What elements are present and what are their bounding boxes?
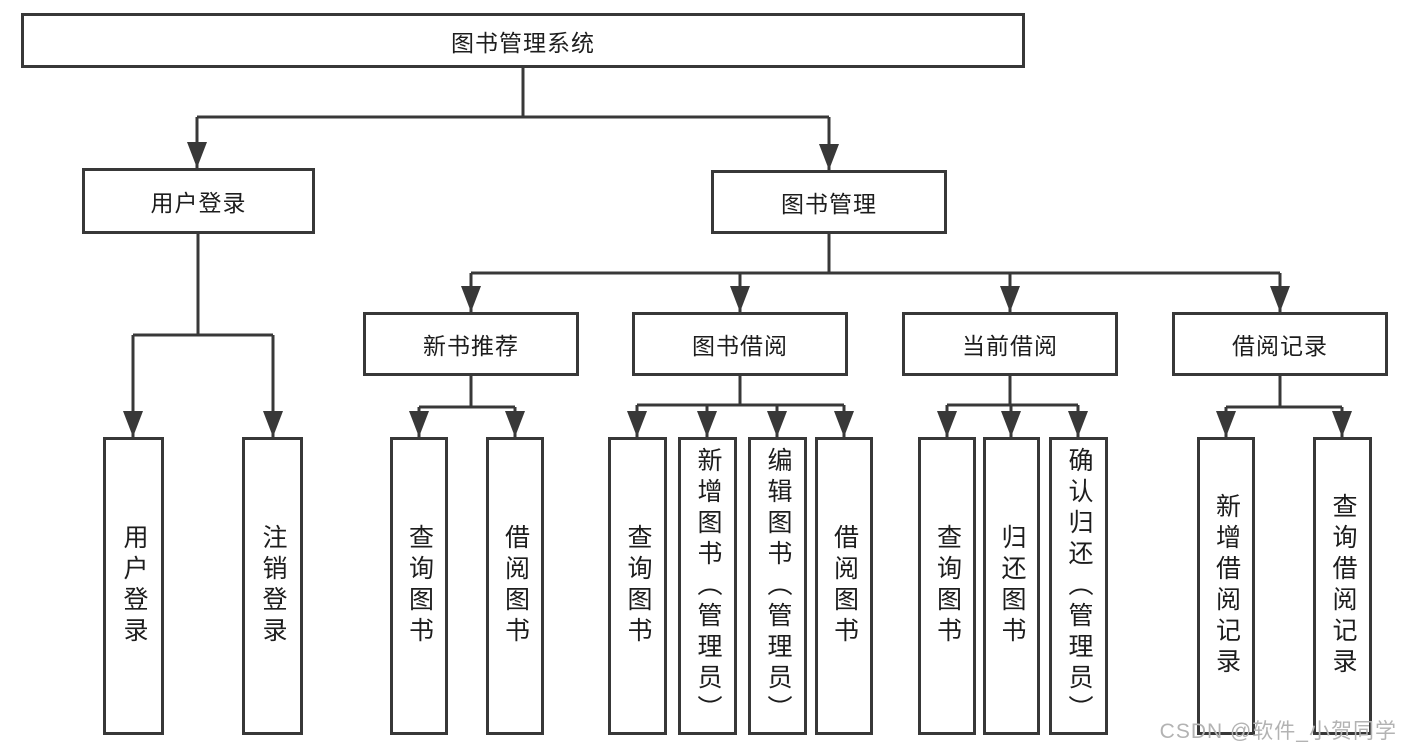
leaf-recommend-borrow-books: 借阅图书 [486, 437, 544, 735]
leaf-current-return-books: 归还图书 [983, 437, 1040, 735]
leaf-user-login: 用户登录 [103, 437, 164, 735]
watermark: CSDN @软件_小贺同学 [1159, 720, 1397, 743]
connector-arrows [123, 117, 1352, 437]
node-label: 用户登录 [150, 190, 247, 216]
node-book-management: 图书管理 [711, 170, 947, 234]
leaf-borrowing-query-books: 查询图书 [608, 437, 667, 735]
node-label: 用户登录 [120, 524, 148, 648]
node-label: 借阅图书 [501, 524, 530, 648]
node-label: 图书管理系统 [451, 29, 595, 56]
leaf-records-query-borrow-record: 查询借阅记录 [1313, 437, 1372, 735]
node-label: 查询借阅记录 [1329, 493, 1357, 679]
node-label: 归还图书 [998, 524, 1026, 648]
leaf-records-add-borrow-record: 新增借阅记录 [1197, 437, 1255, 735]
leaf-logout: 注销登录 [242, 437, 303, 735]
node-current-borrowing: 当前借阅 [902, 312, 1118, 376]
node-label: 编辑图书（管理员） [764, 446, 792, 726]
node-user-login: 用户登录 [82, 168, 315, 234]
leaf-current-confirm-return-admin: 确认归还（管理员） [1049, 437, 1108, 735]
node-label: 确认归还（管理员） [1065, 446, 1093, 726]
leaf-borrowing-add-books-admin: 新增图书（管理员） [678, 437, 737, 735]
leaf-recommend-query-books: 查询图书 [390, 437, 448, 735]
node-library-management-system: 图书管理系统 [21, 13, 1025, 68]
node-new-book-recommendation: 新书推荐 [363, 312, 579, 376]
leaf-borrowing-edit-books-admin: 编辑图书（管理员） [748, 437, 807, 735]
node-label: 借阅记录 [1232, 333, 1328, 359]
node-label: 查询图书 [624, 524, 652, 648]
node-label: 图书借阅 [692, 333, 788, 359]
node-label: 新书推荐 [423, 333, 519, 359]
node-borrowing-records: 借阅记录 [1172, 312, 1388, 376]
node-label: 新增借阅记录 [1212, 493, 1241, 679]
leaf-current-query-books: 查询图书 [918, 437, 976, 735]
leaf-borrowing-borrow-books: 借阅图书 [815, 437, 873, 735]
node-label: 注销登录 [259, 524, 287, 648]
node-book-borrowing: 图书借阅 [632, 312, 848, 376]
node-label: 查询图书 [933, 524, 962, 648]
node-label: 借阅图书 [830, 524, 859, 648]
connector-skeleton [133, 68, 1342, 409]
node-label: 图书管理 [781, 191, 877, 217]
node-label: 当前借阅 [962, 333, 1058, 359]
node-label: 新增图书（管理员） [694, 446, 722, 726]
node-label: 查询图书 [405, 524, 434, 648]
